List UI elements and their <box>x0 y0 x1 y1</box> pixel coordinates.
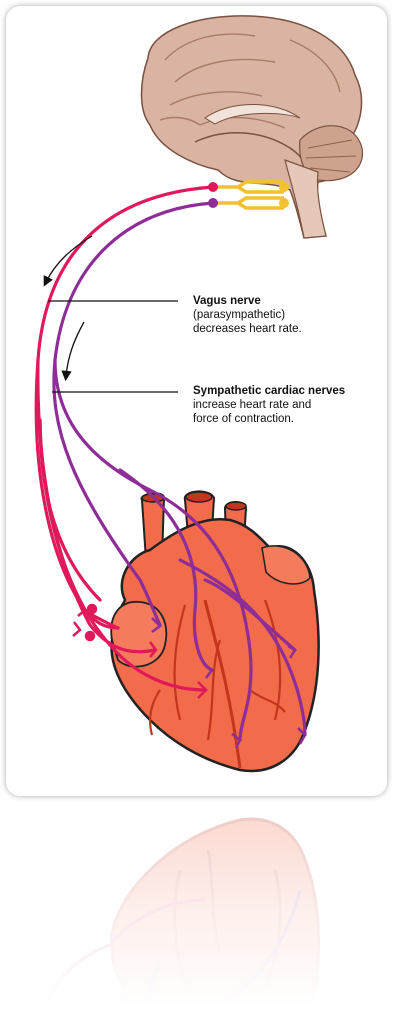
vagus-nerve-label: Vagus nerve (parasympathetic) decreases … <box>193 294 302 336</box>
brain-illustration <box>142 16 363 238</box>
vagus-nerve-line-1: (parasympathetic) <box>193 308 302 322</box>
sympathetic-nerves-title: Sympathetic cardiac nerves <box>193 384 345 398</box>
sympathetic-nerves-label: Sympathetic cardiac nerves increase hear… <box>193 384 345 426</box>
sympathetic-nerves-line-1: increase heart rate and <box>193 398 345 412</box>
heart-reflection <box>0 800 393 1030</box>
sympathetic-nerves-line-2: force of contraction. <box>193 412 345 426</box>
vagus-nerve-title: Vagus nerve <box>193 294 302 308</box>
vagus-nerve-line-2: decreases heart rate. <box>193 322 302 336</box>
heart-illustration <box>111 491 318 771</box>
leader-lines <box>48 301 178 392</box>
